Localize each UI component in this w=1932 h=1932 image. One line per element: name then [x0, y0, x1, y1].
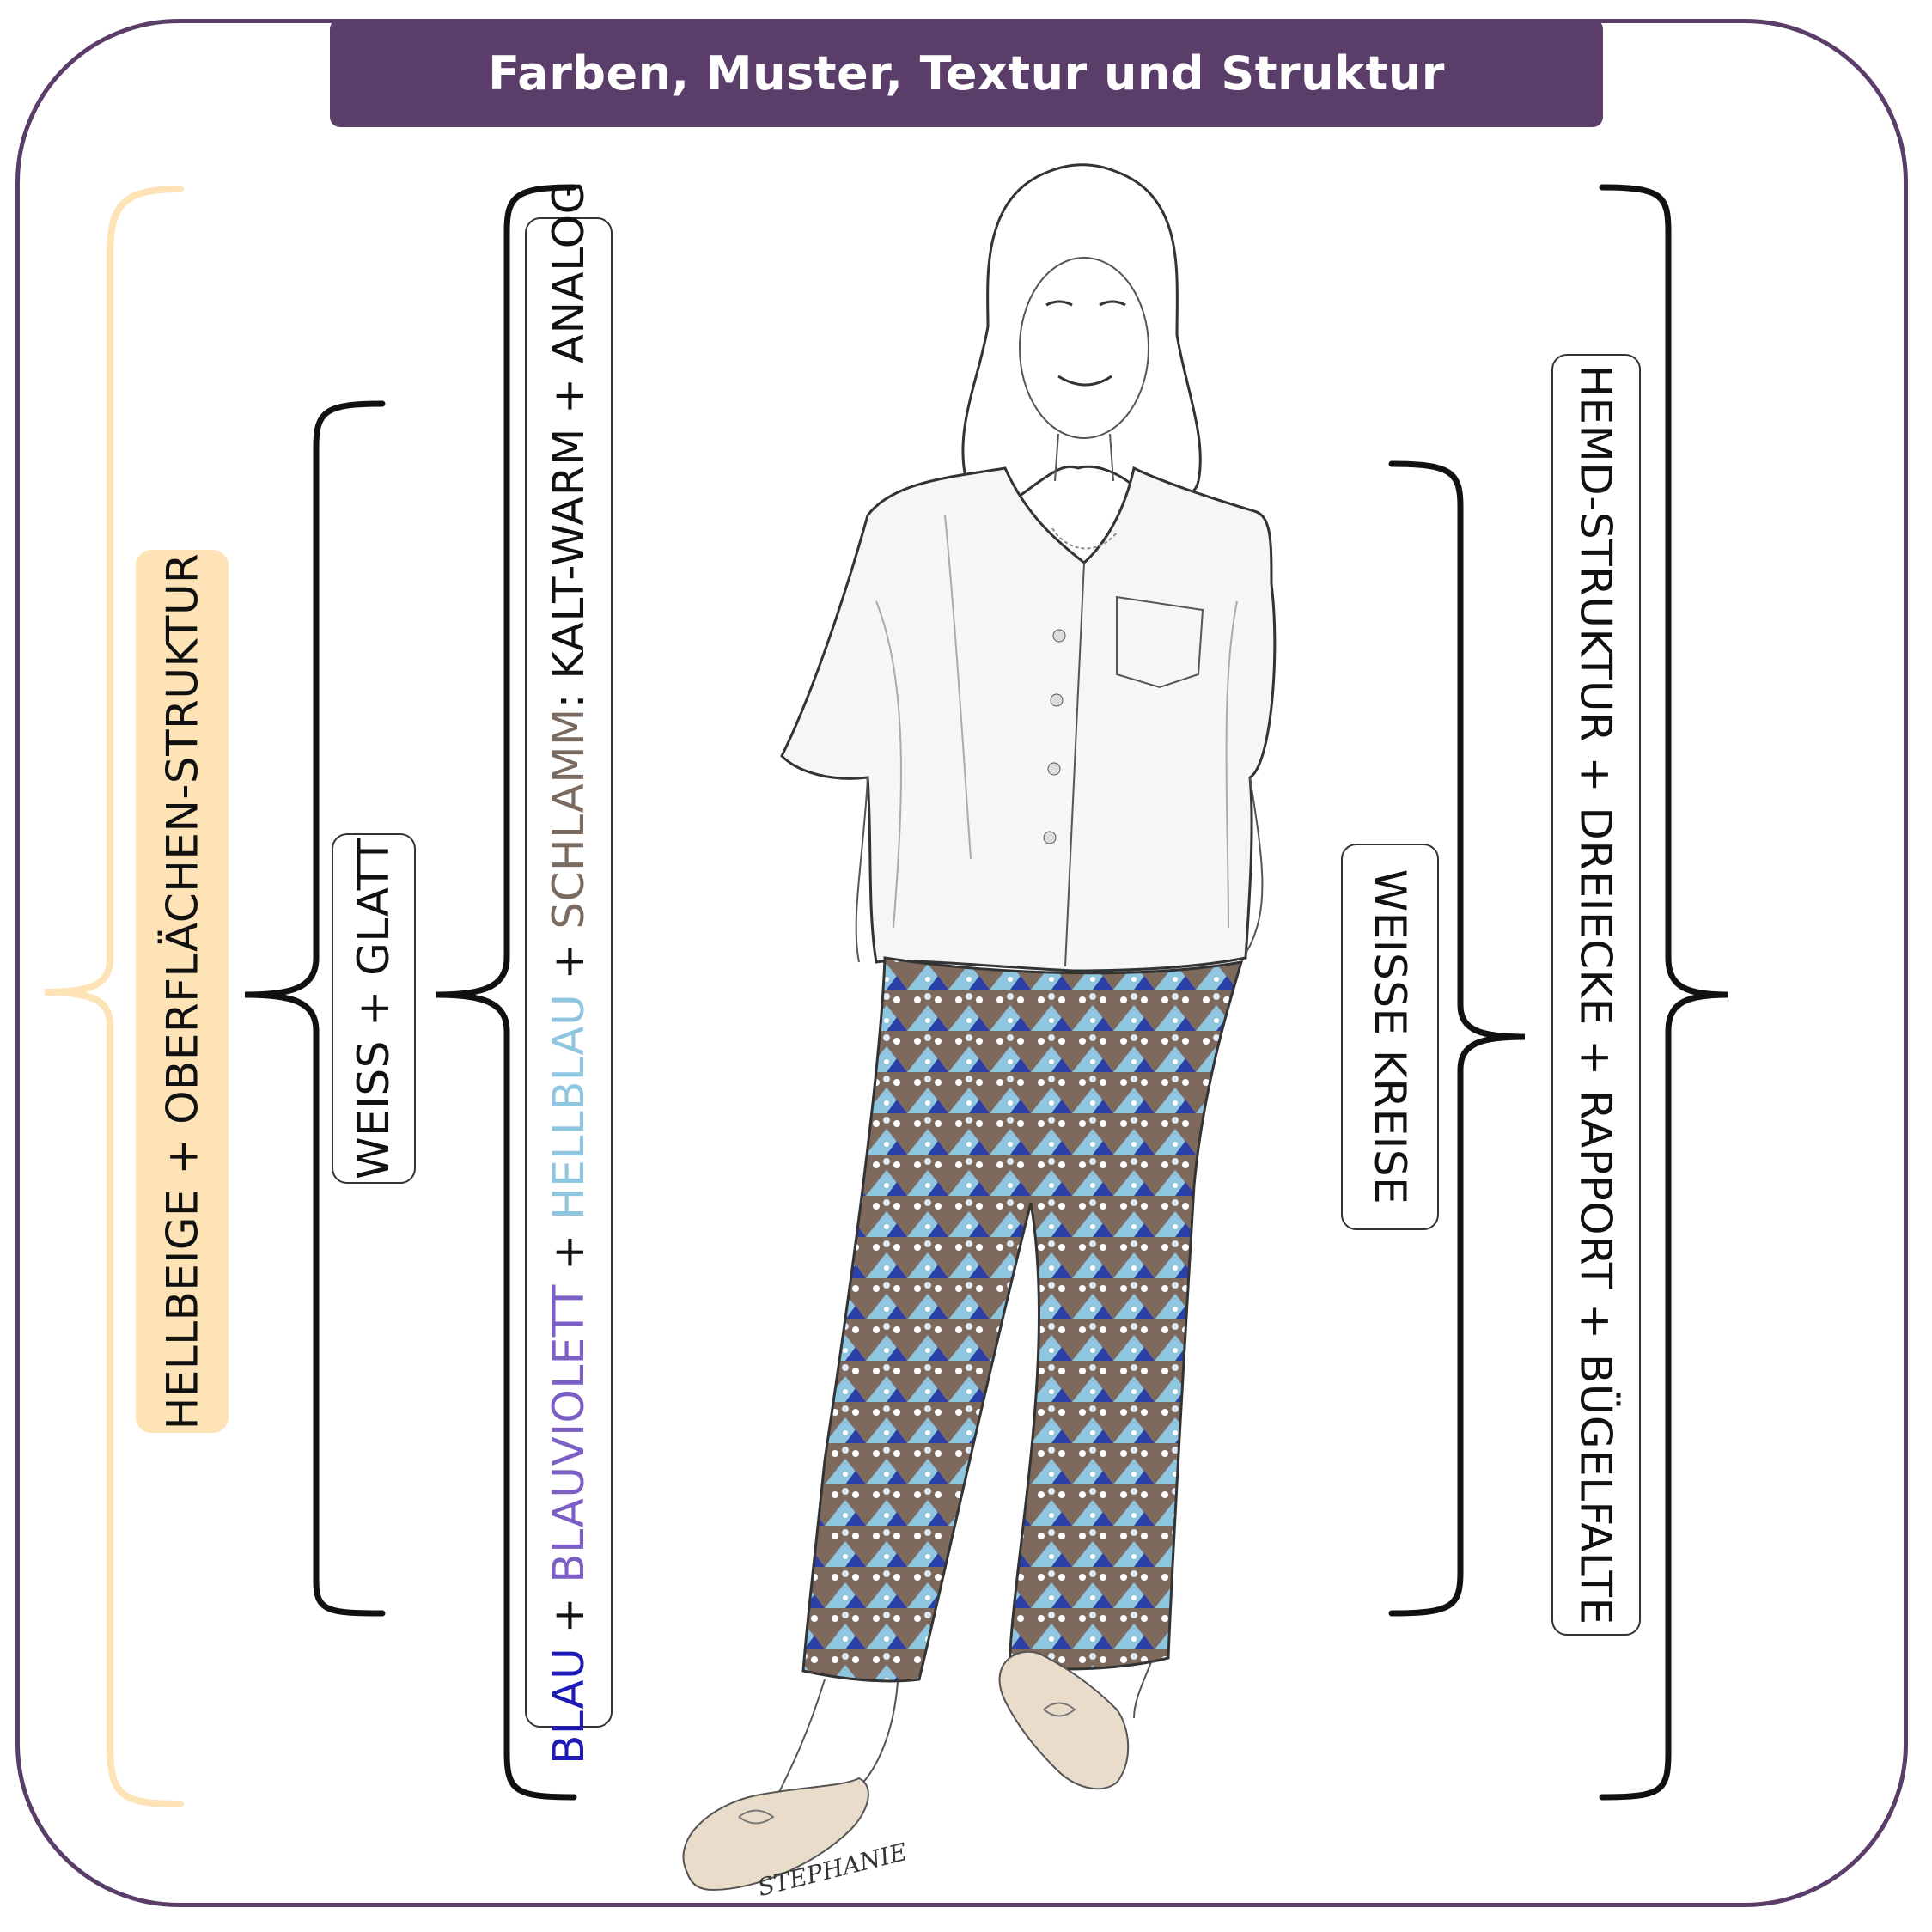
shirt-button: [1050, 693, 1064, 707]
pants-color-segment: HELLBLAU: [544, 993, 594, 1220]
bracket-pants-colors: [436, 184, 577, 1801]
label-circles: WEISSE KREISE: [1365, 868, 1415, 1205]
figure-face: [1019, 257, 1149, 439]
label-pattern-box: HEMD-STRUKTUR + DREIECKE + RAPPORT + BÜG…: [1551, 354, 1641, 1636]
figure-shirt: [780, 466, 1277, 972]
figure-legs: [777, 1661, 1152, 1796]
pants-color-segment: +: [544, 1582, 594, 1648]
figure-pants: [801, 956, 1244, 1683]
figure-mouth: [1057, 375, 1112, 387]
shoe-laces: [738, 1702, 1076, 1825]
pants-color-segment: BLAU: [544, 1647, 594, 1764]
label-circles-box: WEISSE KREISE: [1341, 844, 1439, 1230]
shirt-button: [1043, 831, 1057, 844]
bracket-circles: [1388, 460, 1526, 1617]
left-shoe: [682, 1777, 869, 1892]
figure-left-arm: [855, 777, 868, 963]
label-shirt: WEISS + GLATT: [349, 838, 399, 1179]
label-pattern: HEMD-STRUKTUR + DREIECKE + RAPPORT + BÜG…: [1571, 364, 1621, 1625]
label-shirt-box: WEISS + GLATT: [332, 833, 416, 1184]
bracket-overall-beige: [44, 186, 184, 1807]
pants-color-segment: BLAUVIOLETT: [544, 1284, 594, 1583]
figure-eyes: [1045, 300, 1126, 307]
figure-shirt-shading: [875, 515, 1238, 929]
figure-neck: [1054, 433, 1114, 482]
label-overall: HELLBEIGE + OBERFLÄCHEN-STRUKTUR: [157, 552, 207, 1430]
title-text: Farben, Muster, Textur und Struktur: [488, 46, 1445, 101]
pants-color-segment: +: [544, 929, 594, 994]
shirt-button: [1047, 762, 1061, 776]
figure-right-arm: [1245, 777, 1264, 954]
bracket-pattern: [1599, 184, 1729, 1801]
label-pants-colors: BLAU + BLAUVIOLETT + HELLBLAU + SCHLAMM:…: [544, 180, 594, 1764]
title-banner: Farben, Muster, Textur und Struktur: [330, 19, 1603, 127]
bracket-shirt: [244, 400, 386, 1617]
figure-shirt-placket: [1064, 562, 1085, 967]
figure-necklace: [1051, 527, 1118, 550]
right-shoe: [998, 1650, 1130, 1790]
pants-color-segment: +: [544, 1219, 594, 1285]
pants-color-segment: : KALT-WARM + ANALOG: [544, 180, 594, 709]
pants-color-segment: SCHLAMM: [544, 708, 594, 929]
label-pants-colors-box: BLAU + BLAUVIOLETT + HELLBLAU + SCHLAMM:…: [525, 180, 613, 1764]
label-overall-box: HELLBEIGE + OBERFLÄCHEN-STRUKTUR: [136, 550, 229, 1433]
shirt-pocket: [1116, 595, 1204, 689]
shirt-button: [1052, 629, 1066, 643]
